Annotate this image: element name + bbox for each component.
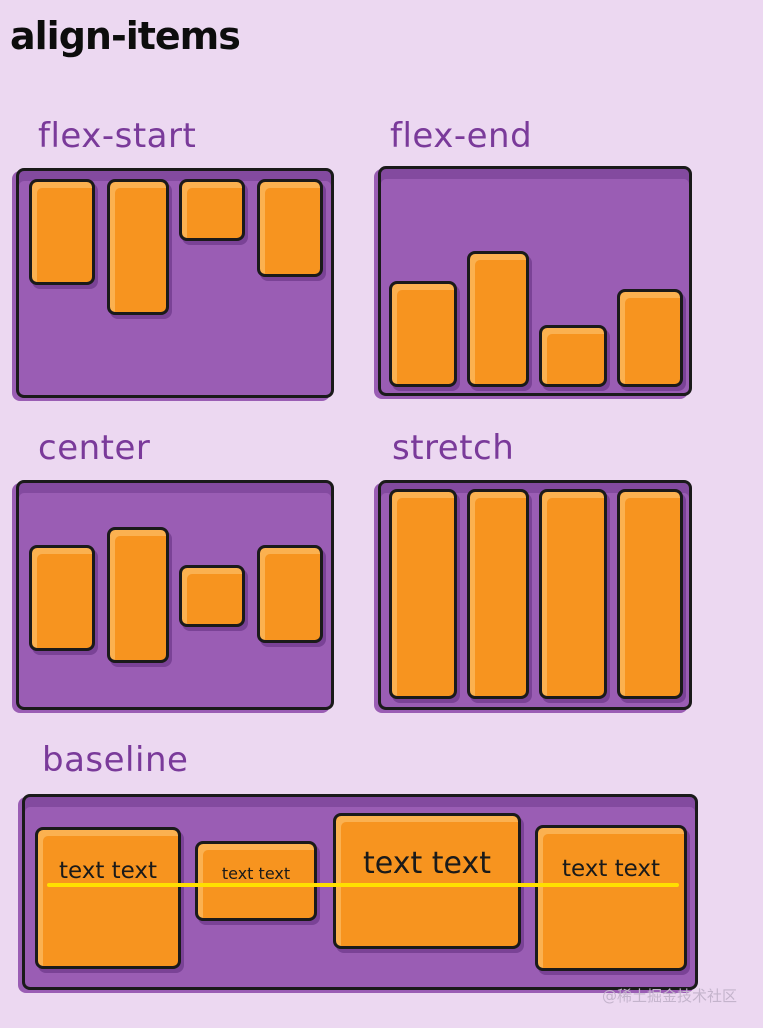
baseline-item-2: text text — [195, 841, 317, 921]
center-item-2 — [107, 527, 169, 663]
baseline-item-4-text: text text — [561, 856, 661, 882]
flex-end-item-1 — [389, 281, 457, 387]
flex-end-item-2 — [467, 251, 529, 387]
baseline-item-3: text text — [333, 813, 521, 949]
baseline-item-1-text: text text — [58, 858, 158, 884]
baseline-item-4: text text — [535, 825, 687, 971]
center-container — [16, 480, 334, 710]
flex-end-label: flex-end — [390, 116, 533, 156]
center-item-4 — [257, 545, 323, 643]
flex-start-item-1 — [29, 179, 95, 285]
flex-end-container — [378, 166, 692, 396]
baseline-item-3-text: text text — [363, 846, 491, 881]
page-title: align-items — [10, 14, 241, 58]
flex-start-label: flex-start — [38, 116, 197, 156]
flex-start-item-2 — [107, 179, 169, 315]
center-label: center — [38, 428, 151, 468]
center-item-1 — [29, 545, 95, 651]
stretch-item-1 — [389, 489, 457, 699]
flex-start-item-4 — [257, 179, 323, 277]
flex-start-item-3 — [179, 179, 245, 241]
baseline-label: baseline — [42, 740, 189, 780]
flex-end-item-3 — [539, 325, 607, 387]
stretch-item-2 — [467, 489, 529, 699]
stretch-item-3 — [539, 489, 607, 699]
baseline-item-2-text: text text — [221, 864, 291, 883]
baseline-container: text text text text text text text text — [22, 794, 698, 990]
flex-end-item-4 — [617, 289, 683, 387]
stretch-item-4 — [617, 489, 683, 699]
stretch-container — [378, 480, 692, 710]
baseline-item-1: text text — [35, 827, 181, 969]
flex-start-container — [16, 168, 334, 398]
baseline-line — [47, 883, 679, 887]
center-item-3 — [179, 565, 245, 627]
stretch-label: stretch — [392, 428, 515, 468]
watermark: @稀土掘金技术社区 — [601, 987, 737, 1005]
